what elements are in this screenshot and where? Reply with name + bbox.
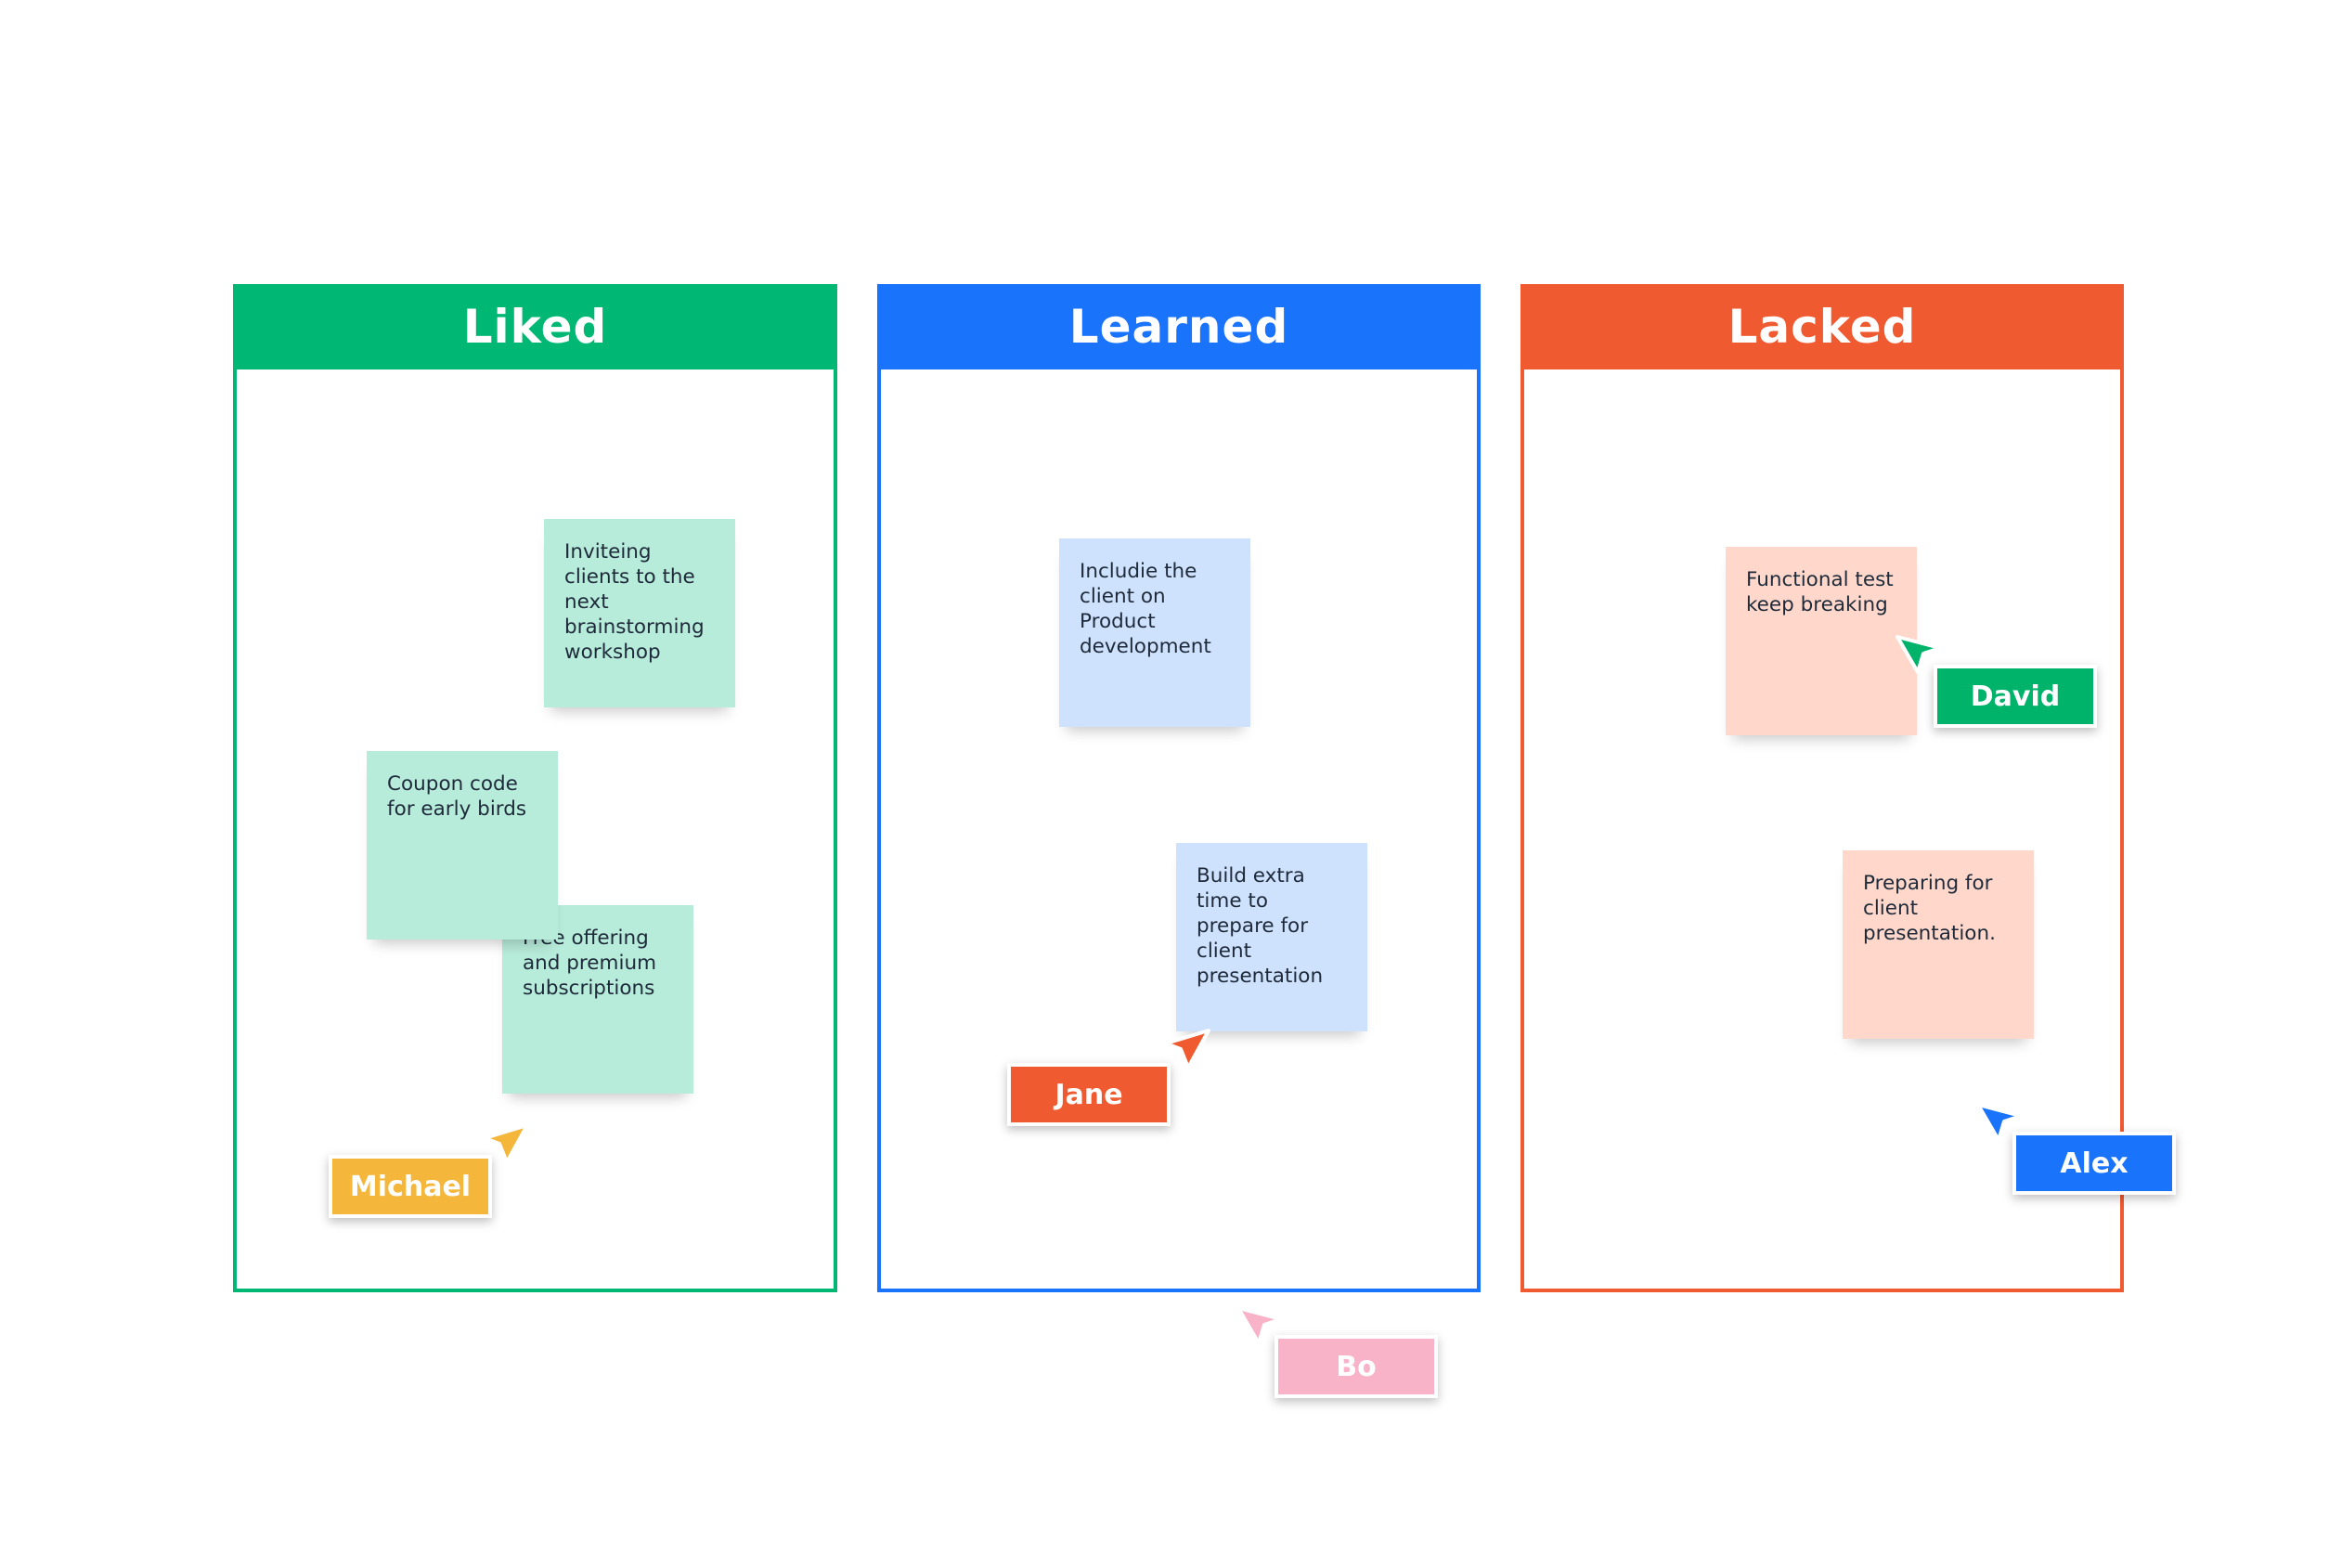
cursor-tag-david: David (1934, 665, 2097, 728)
column-lacked: Lacked (1520, 284, 2124, 1292)
sticky-note[interactable]: Includie the client on Product developme… (1059, 538, 1250, 727)
sticky-note[interactable]: Functional test keep breaking (1726, 547, 1917, 735)
sticky-note[interactable]: Free offering and premium subscriptions (502, 905, 693, 1094)
cursor-name: Bo (1336, 1350, 1377, 1383)
sticky-note[interactable]: Coupon code for early birds (367, 751, 558, 940)
column-header-lacked: Lacked (1520, 284, 2124, 369)
cursor-name: David (1970, 680, 2061, 713)
cursor-name: Jane (1055, 1078, 1123, 1111)
cursor-arrow-icon (1976, 1103, 2023, 1142)
column-liked: Liked (233, 284, 837, 1292)
sticky-note[interactable]: Inviteing clients to the next brainstorm… (544, 519, 735, 707)
cursor-tag-michael: Michael (329, 1155, 492, 1218)
cursor-arrow-icon (483, 1123, 529, 1164)
column-title-lacked: Lacked (1727, 300, 1917, 354)
cursor-arrow-icon (1164, 1029, 1210, 1069)
column-learned: Learned (877, 284, 1481, 1292)
cursor-tag-bo: Bo (1275, 1335, 1438, 1398)
column-title-learned: Learned (1068, 300, 1289, 354)
sticky-note[interactable]: Build extra time to prepare for client p… (1176, 843, 1367, 1031)
cursor-arrow-icon (1896, 635, 1942, 674)
cursor-name: Alex (2060, 1147, 2129, 1180)
column-header-liked: Liked (233, 284, 837, 369)
sticky-note[interactable]: Preparing for client presentation. (1843, 850, 2034, 1039)
cursor-name: Michael (349, 1170, 472, 1203)
cursor-tag-jane: Jane (1007, 1063, 1171, 1126)
cursor-tag-alex: Alex (2012, 1132, 2176, 1195)
column-header-learned: Learned (877, 284, 1481, 369)
cursor-arrow-icon (1236, 1306, 1283, 1345)
column-title-liked: Liked (462, 300, 608, 354)
